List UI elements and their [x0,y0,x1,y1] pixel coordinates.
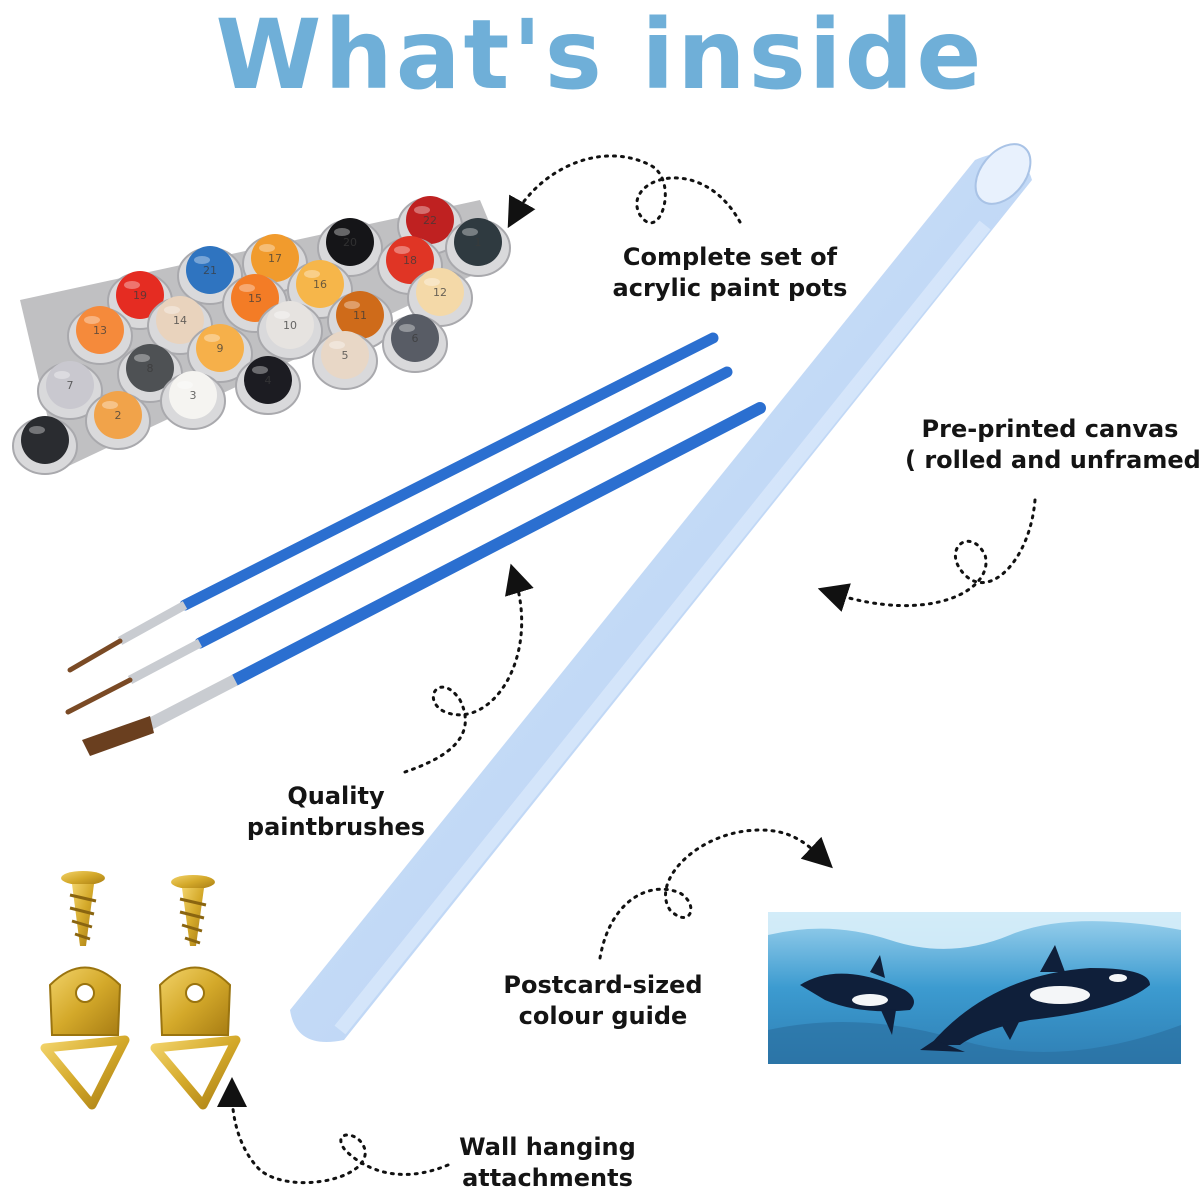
label-paint-pots-line2: acrylic paint pots [612,274,848,302]
paint-pot-number: 20 [343,236,357,249]
paint-pot-number: 16 [313,278,327,291]
paint-pot-number: 10 [283,319,297,332]
paint-pot: 5 [312,331,378,390]
arrow-to-colour-guide [598,828,833,960]
screw-right [171,875,215,946]
paint-pot-number: 12 [433,286,447,299]
paint-pot-number: 22 [423,214,437,227]
screw-left [61,871,105,946]
paint-pot: 10 [257,301,323,360]
paint-pot-number: 13 [93,324,107,337]
label-hanging: Wall hanging attachments [440,1132,655,1194]
colour-guide-postcard [768,912,1181,1064]
paint-pot-number: 21 [203,264,217,277]
label-paint-pots-line1: Complete set of [622,243,838,271]
rolled-canvas [290,143,1032,1043]
paint-pot-number: 7 [67,379,74,392]
label-brushes-line2: paintbrushes [246,813,426,841]
paint-pot: 3 [160,371,226,430]
label-brushes-line1: Quality [287,782,385,810]
paint-pot-number: 11 [353,309,367,322]
paint-pot: 20 [317,218,383,277]
paint-pot: 13 [67,306,133,365]
label-colour-guide: Postcard-sized colour guide [488,970,718,1032]
arrow-to-canvas [817,498,1037,612]
orca-small [800,955,914,1035]
paint-pot-number: 2 [115,409,122,422]
label-canvas: Pre-printed canvas ( rolled and unframed… [905,414,1200,476]
paint-pot-number: 3 [190,389,197,402]
hanging-hook-right [150,966,241,1110]
paint-pot [12,416,78,475]
paint-pot-number: 19 [133,289,147,302]
label-hanging-line1: Wall hanging [459,1133,636,1161]
paint-pot-number: 14 [173,314,187,327]
paint-pot: 2 [85,391,151,450]
paint-pot-number: 9 [217,342,224,355]
label-canvas-line2: ( rolled and unframed ) [905,446,1200,474]
paintbrushes [65,332,766,756]
paint-pot-number: 1 [475,236,482,249]
paint-pot: 1 [445,218,511,277]
label-canvas-line1: Pre-printed canvas [921,415,1179,443]
paint-pot-number: 17 [268,252,282,265]
paint-pot: 12 [407,268,473,327]
page-title: What's inside [215,0,985,111]
paint-pot: 4 [235,356,301,415]
paint-pots-strip: 22 1 20 18 21 17 16 19 15 12 14 13 9 10 11 6 8 5 4 7 3 2 [12,196,511,475]
label-colour-guide-line2: colour guide [518,1002,688,1030]
paint-pot: 9 [187,324,253,383]
paint-pot-number: 18 [403,254,417,267]
label-hanging-line2: attachments [462,1164,633,1192]
paint-pot: 6 [382,314,448,373]
paint-pot-number: 4 [265,374,272,387]
paint-pot-number: 8 [147,362,154,375]
label-paint-pots: Complete set of acrylic paint pots [600,242,860,304]
paint-pot-number: 5 [342,349,349,362]
paint-pot: 7 [37,361,103,420]
paint-pot-number: 6 [412,332,419,345]
paint-pot-number: 15 [248,292,262,305]
arrow-to-hanging [217,1077,450,1185]
arrow-to-brushes [403,563,534,774]
label-colour-guide-line1: Postcard-sized [503,971,703,999]
orca-large [920,945,1150,1052]
arrow-to-paint-pots [507,154,742,229]
hanging-hook-left [40,966,130,1110]
label-brushes: Quality paintbrushes [236,781,436,843]
